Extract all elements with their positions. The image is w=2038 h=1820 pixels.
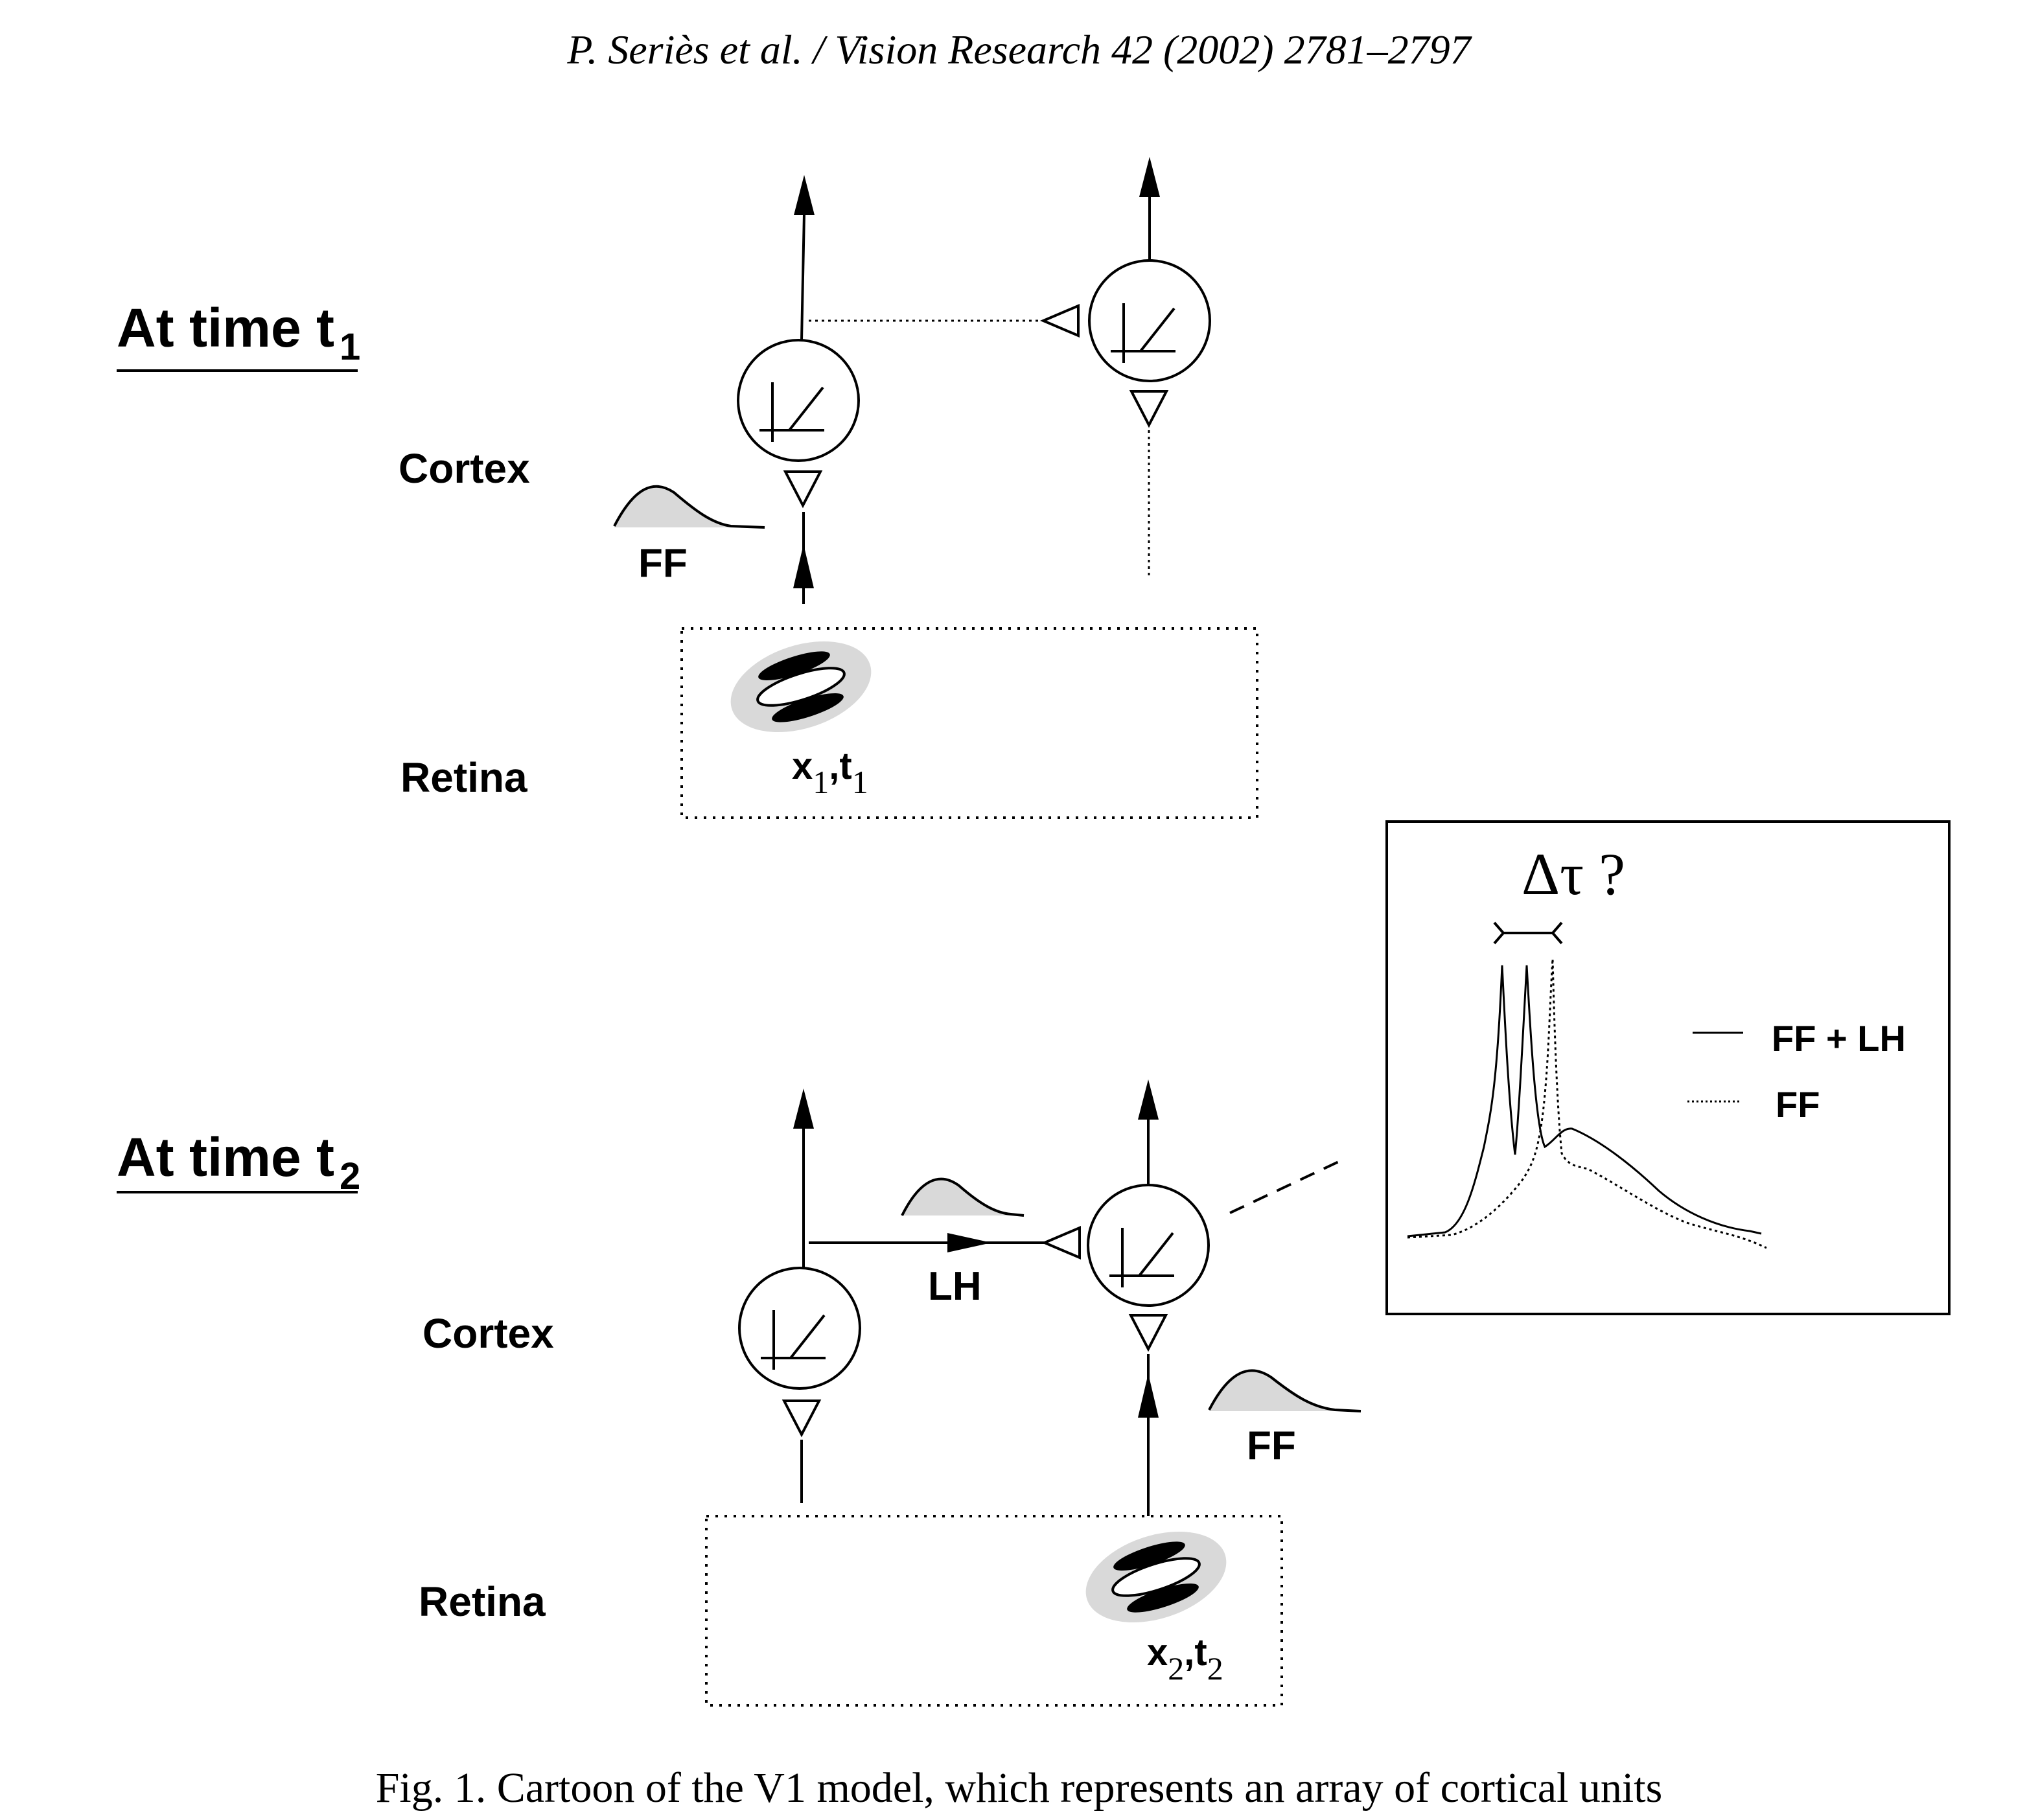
t2-lh-arrowhead bbox=[947, 1233, 991, 1252]
synapse-triangle-icon bbox=[1128, 1314, 1168, 1352]
t1-n1-axon bbox=[800, 213, 805, 341]
t2-n2-arrowhead bbox=[1138, 1079, 1159, 1120]
t1-cortex-label: Cortex bbox=[399, 445, 530, 492]
inset-title: Δτ ? bbox=[1522, 841, 1625, 907]
figure-caption: Fig. 1. Cartoon of the V1 model, which r… bbox=[375, 1764, 1663, 1812]
t2-inset-connector bbox=[1229, 1158, 1343, 1214]
neuron-circle-icon bbox=[738, 1267, 861, 1390]
t1-n2-arrowhead bbox=[1139, 157, 1160, 197]
neuron-circle-icon bbox=[1087, 1184, 1210, 1307]
t2-retina-label: Retina bbox=[419, 1578, 546, 1625]
t2-n1-arrowhead bbox=[793, 1089, 814, 1129]
t1-ff-label: FF bbox=[638, 541, 688, 586]
t2-ff-label: FF bbox=[1247, 1423, 1296, 1468]
gabor-stimulus-icon bbox=[730, 641, 872, 733]
t2-ff-arrowhead bbox=[1138, 1374, 1159, 1418]
legend-label-ff-lh: FF + LH bbox=[1772, 1018, 1906, 1059]
synapse-triangle-icon bbox=[1039, 303, 1080, 338]
response-bump-icon bbox=[613, 485, 765, 529]
t2-retina-box bbox=[705, 1515, 1283, 1707]
t1-retina-box bbox=[680, 627, 1258, 819]
response-bump-icon bbox=[901, 1177, 1025, 1217]
synapse-triangle-icon bbox=[1041, 1225, 1081, 1260]
running-head: P. Seriès et al. / Vision Research 42 (2… bbox=[567, 27, 1471, 73]
gabor-stimulus-icon bbox=[1085, 1531, 1227, 1623]
neuron-circle-icon bbox=[1088, 259, 1211, 382]
t2-lh-label: LH bbox=[928, 1264, 982, 1309]
t2-cortex-label: Cortex bbox=[423, 1310, 554, 1357]
legend-label-ff: FF bbox=[1776, 1084, 1820, 1125]
inset-legend: FF + LH FF bbox=[1687, 1018, 1906, 1125]
t1-stimulus-label: x1,t1 bbox=[792, 745, 868, 800]
inset-trace-ff-lh bbox=[1407, 965, 1762, 1238]
synapse-triangle-icon bbox=[783, 470, 823, 509]
synapse-triangle-icon bbox=[782, 1400, 822, 1438]
neuron-circle-icon bbox=[737, 339, 860, 462]
inset-panel: Δτ ? FF + LH FF bbox=[1385, 820, 1951, 1315]
t2-stimulus-label: x2,t2 bbox=[1147, 1631, 1223, 1687]
t1-ff-arrowhead bbox=[793, 544, 814, 588]
delta-tau-bracket bbox=[1493, 921, 1563, 945]
t1-n1-arrowhead bbox=[794, 175, 815, 215]
synapse-triangle-icon bbox=[1129, 390, 1169, 428]
inset-frame bbox=[1385, 820, 1951, 1315]
t1-retina-label: Retina bbox=[400, 754, 527, 801]
response-bump-icon bbox=[1208, 1369, 1361, 1412]
